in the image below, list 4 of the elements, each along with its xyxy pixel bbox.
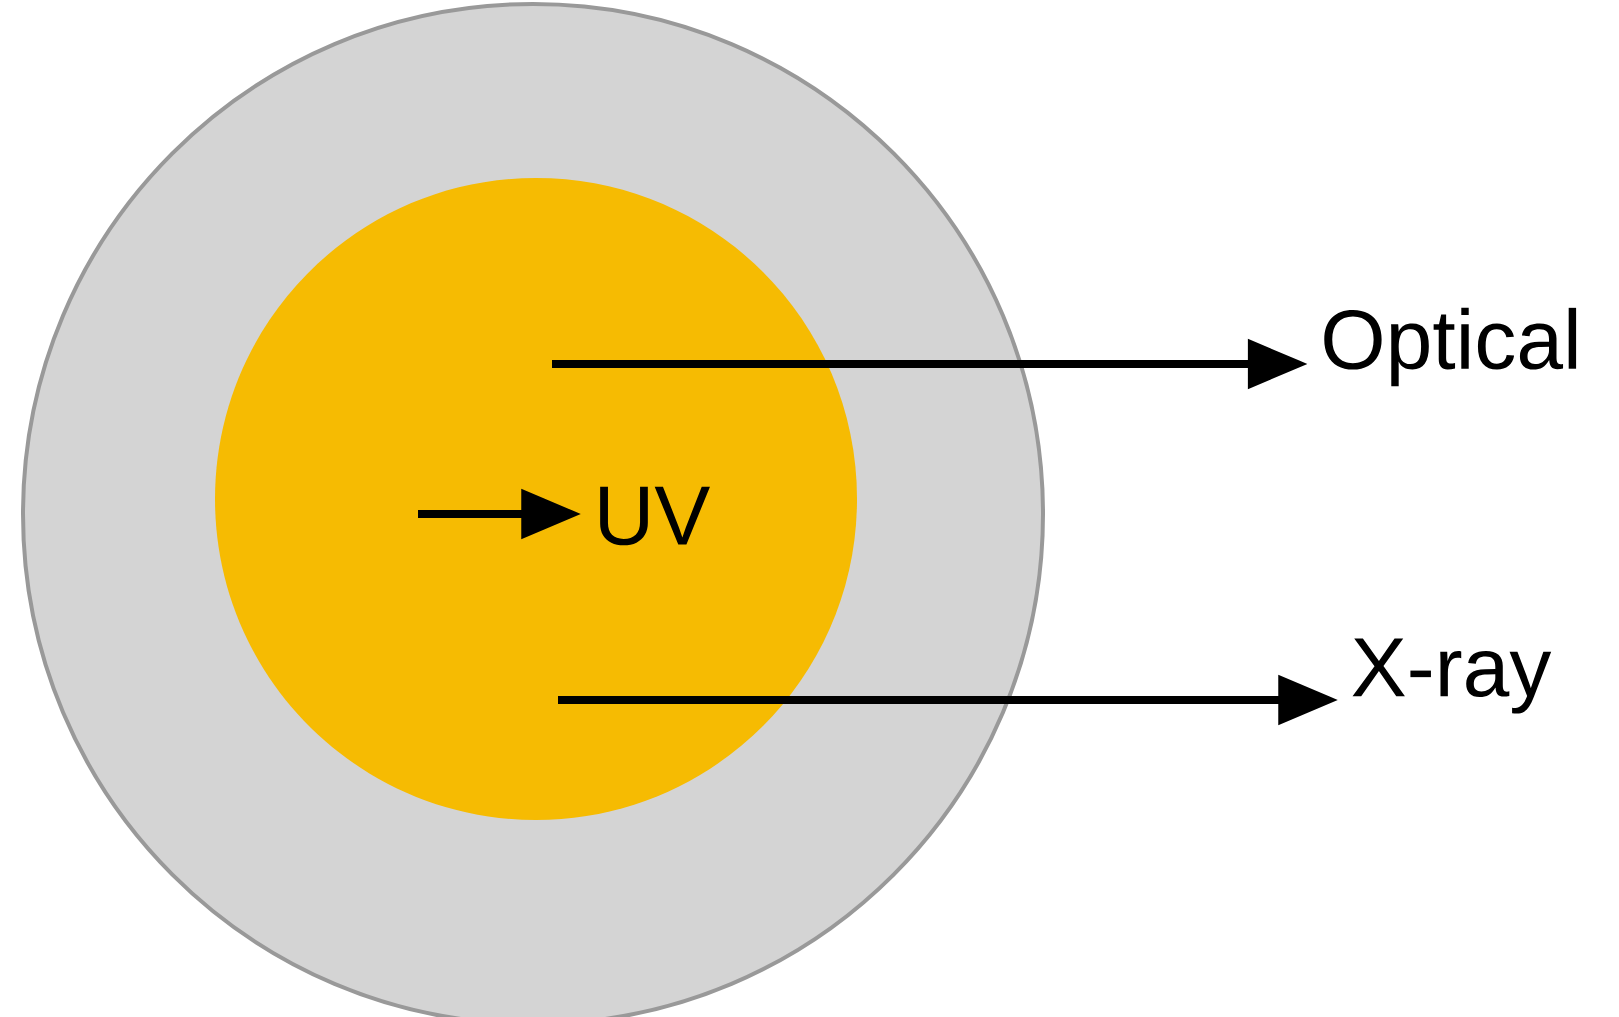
label-text: X-ray [1352,638,1552,714]
label-text: Optical [1324,307,1577,387]
label-text: UV [600,486,710,546]
circle [215,178,857,820]
